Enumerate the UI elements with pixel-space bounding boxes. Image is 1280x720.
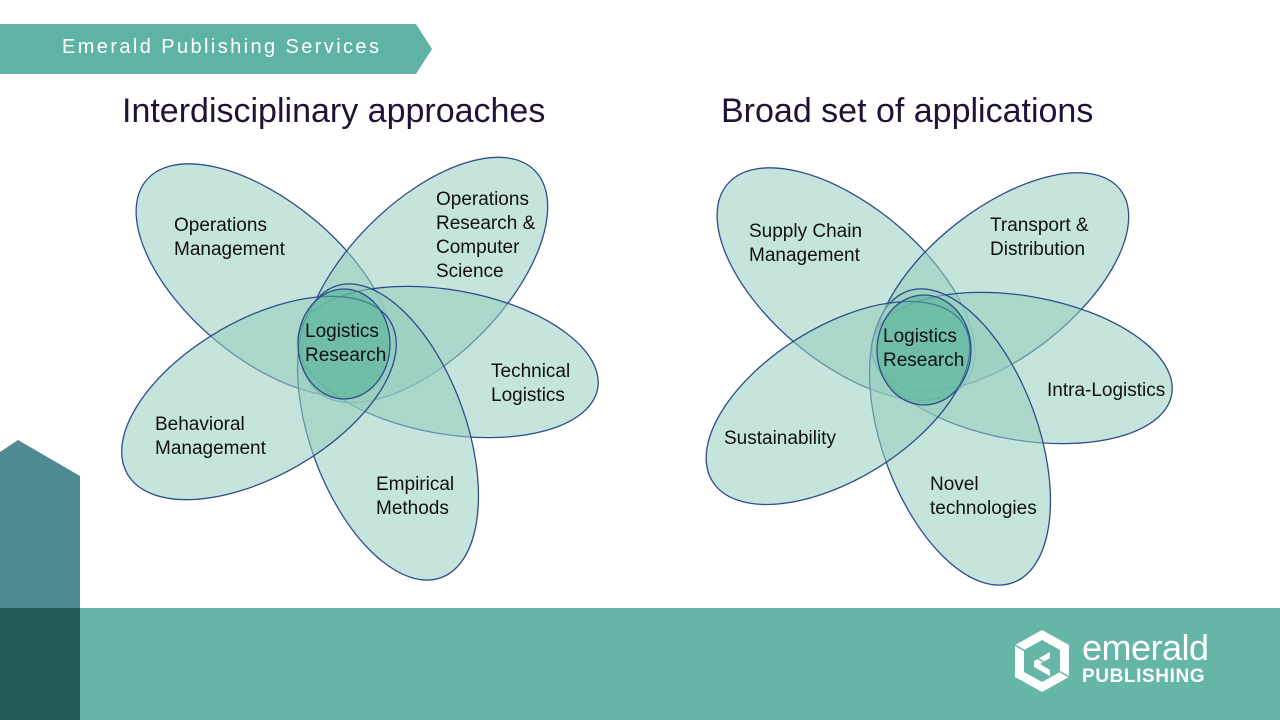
label-sustainability: Sustainability	[724, 428, 836, 449]
label-empirical-methods: Empirical Methods	[376, 474, 459, 519]
core-logistics-research	[297, 288, 391, 400]
emerald-hexagon-icon	[1014, 630, 1070, 692]
core-logistics-research-right	[876, 294, 972, 406]
header-banner: Emerald Publishing Services	[0, 24, 432, 74]
label-transport-distribution: Transport & Distribution	[990, 215, 1094, 260]
right-diagram-title: Broad set of applications	[721, 92, 1094, 130]
banner-text: Emerald Publishing Services	[62, 36, 382, 58]
banner-arrow-shape	[0, 24, 432, 74]
label-supply-chain-management: Supply Chain Management	[749, 221, 867, 266]
label-operations-management: Operations Management	[174, 215, 286, 260]
left-diagram-title: Interdisciplinary approaches	[122, 92, 546, 130]
label-operations-research: Operations Research & Computer Science	[436, 189, 541, 282]
side-hexagon-decoration	[0, 440, 80, 608]
label-center-logistics-research: Logistics Research	[305, 321, 386, 366]
footer-dark-block	[0, 608, 80, 720]
label-behavioral-management: Behavioral Management	[155, 414, 267, 459]
label-technical-logistics: Technical Logistics	[491, 361, 576, 406]
label-novel-technologies: Novel technologies	[930, 474, 1037, 519]
logo-wordmark: emerald	[1082, 627, 1209, 668]
label-center-logistics-research-right: Logistics Research	[883, 326, 964, 371]
emerald-publishing-logo: emerald PUBLISHING	[1012, 628, 1232, 694]
label-intra-logistics: Intra-Logistics	[1047, 380, 1165, 401]
logo-subtitle: PUBLISHING	[1082, 666, 1206, 687]
